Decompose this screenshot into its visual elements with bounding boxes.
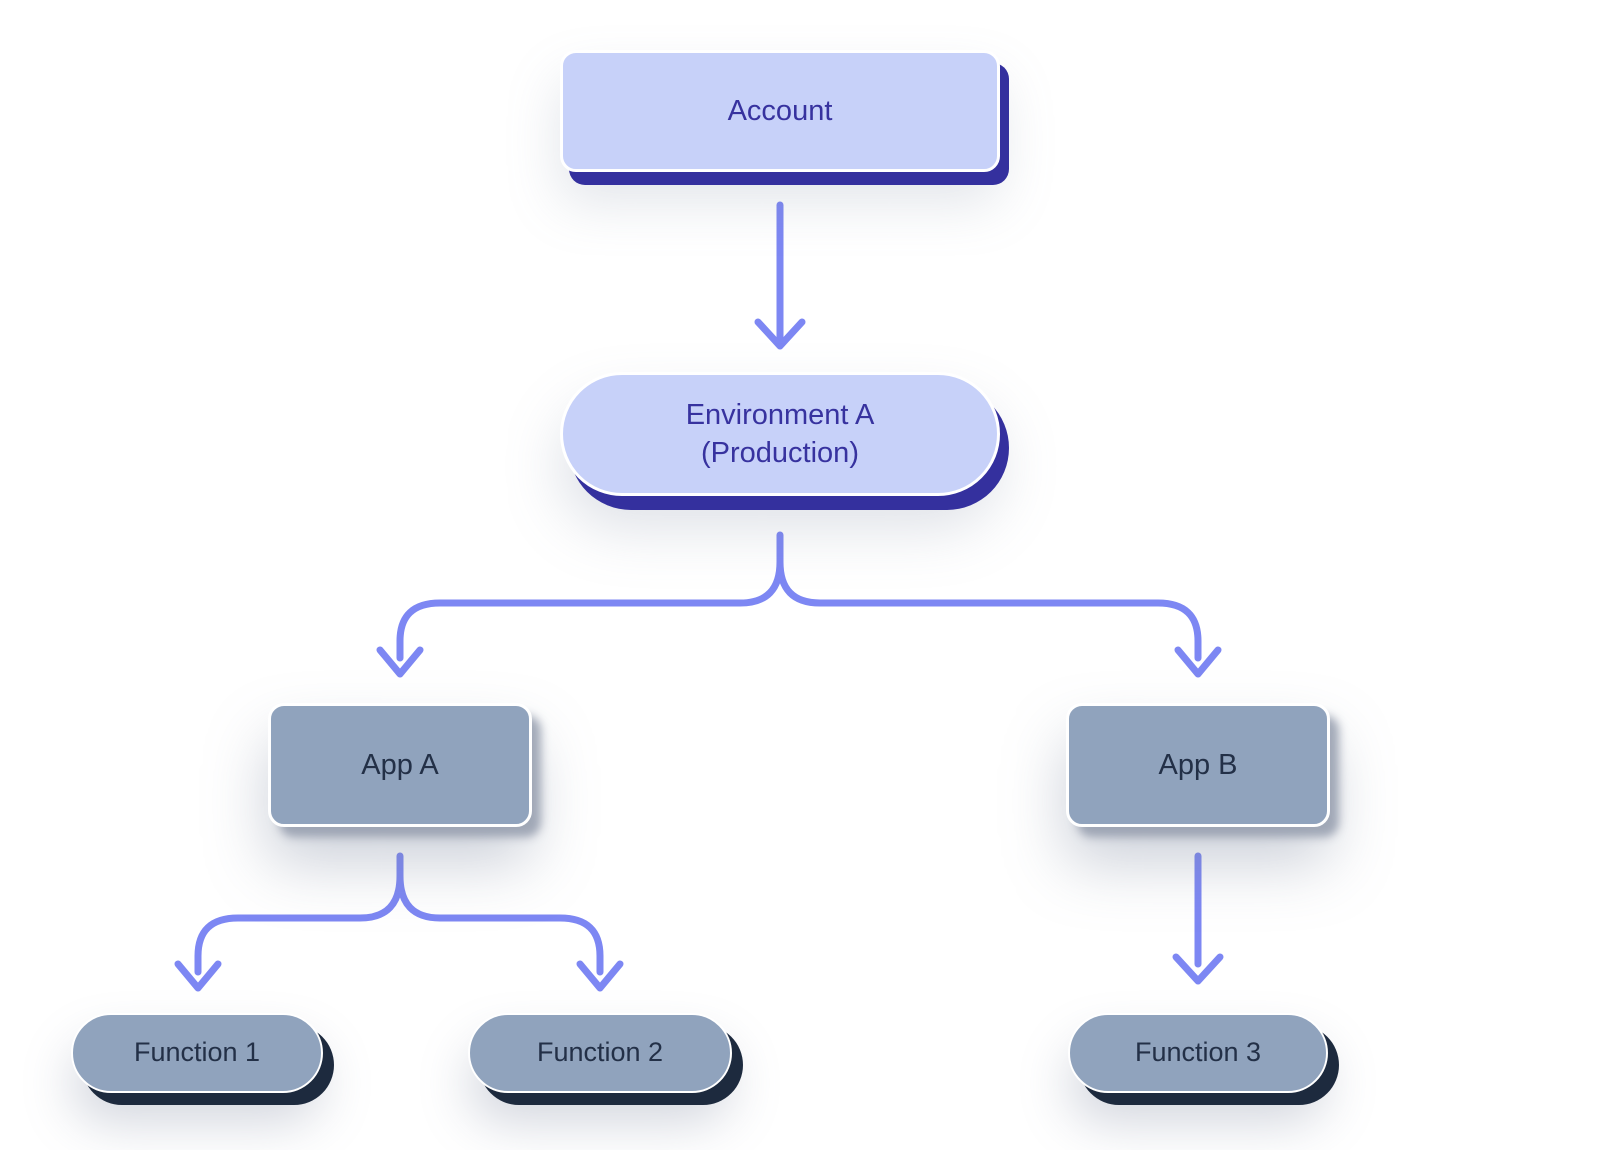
node-account-label: Account (727, 94, 833, 127)
arrowhead-icon (754, 318, 806, 350)
node-function-2: Function 2 (468, 1013, 732, 1093)
node-app-a-label: App A (361, 748, 439, 781)
node-environment-a: Environment A (Production) (560, 372, 1000, 496)
node-function-3-label: Function 3 (1134, 1037, 1262, 1068)
node-environment-a-label-line2: (Production) (701, 437, 859, 469)
arrowhead-icon (576, 960, 624, 992)
node-function-2-label: Function 2 (536, 1037, 664, 1068)
node-account: Account (560, 50, 1000, 172)
edge-app-a-function-1 (174, 852, 404, 992)
node-environment-a-label-line1: Environment A (685, 398, 875, 431)
edge-environment-app-a (376, 531, 784, 678)
arrowhead-icon (1174, 646, 1222, 678)
arrowhead-icon (174, 960, 222, 992)
edge-app-b-function-3 (1172, 852, 1224, 985)
node-app-b-label: App B (1158, 748, 1238, 781)
edge-account-environment (754, 201, 806, 350)
node-function-1: Function 1 (71, 1013, 323, 1093)
arrowhead-icon (1172, 953, 1224, 985)
arrowhead-icon (376, 646, 424, 678)
node-function-3: Function 3 (1068, 1013, 1328, 1093)
node-app-a: App A (268, 703, 532, 827)
edge-app-a-function-2 (396, 872, 624, 992)
edge-environment-app-b (776, 558, 1222, 678)
node-function-1-label: Function 1 (133, 1037, 261, 1068)
node-app-b: App B (1066, 703, 1330, 827)
